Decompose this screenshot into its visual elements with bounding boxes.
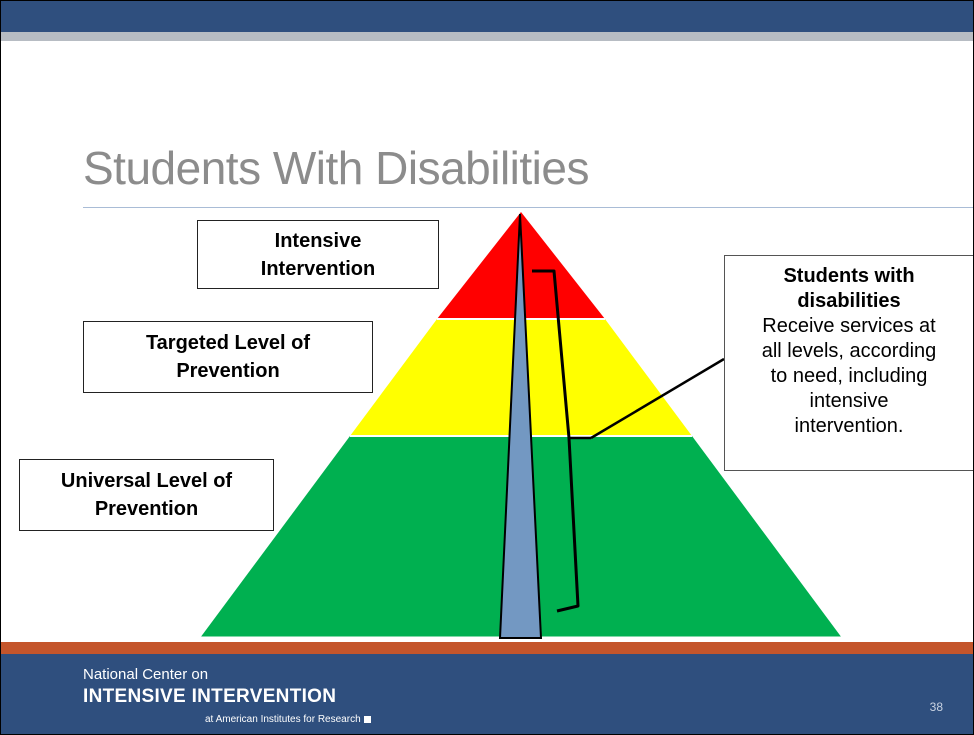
callout-heading-line2: disabilities <box>797 290 901 312</box>
callout-body-line: intensive <box>809 390 889 412</box>
label-universal-line2: Prevention <box>94 498 199 520</box>
callout-body-line: intervention. <box>794 415 904 437</box>
footer: National Center on INTENSIVE INTERVENTIO… <box>1 654 973 734</box>
callout-body-line: all levels, according <box>761 340 937 362</box>
label-targeted-prevention: Targeted Level of Prevention <box>83 321 373 393</box>
label-intensive-intervention: Intensive Intervention <box>197 220 439 289</box>
callout-body-line: to need, including <box>770 365 928 387</box>
callout-students-disabilities: Students with disabilities Receive servi… <box>724 255 973 471</box>
top-banner <box>1 1 973 32</box>
title-divider <box>83 207 973 208</box>
label-intensive-line2: Intervention <box>260 257 376 280</box>
callout-connector-diagonal <box>590 357 725 440</box>
label-universal-prevention: Universal Level of Prevention <box>19 459 274 531</box>
square-icon <box>363 715 371 723</box>
footer-org-prefix: National Center on <box>83 666 209 683</box>
footer-org-affiliation: at American Institutes for Research <box>205 714 371 725</box>
page-number: 38 <box>929 700 943 714</box>
callout-body-line: Receive services at <box>762 315 936 337</box>
disability-wedge <box>498 213 543 639</box>
label-intensive-line1: Intensive <box>274 229 362 252</box>
footer-affiliation-text: at American Institutes for Research <box>205 714 361 725</box>
label-targeted-line1: Targeted Level of <box>145 332 311 354</box>
footer-accent-bar <box>1 642 973 654</box>
footer-org-name: INTENSIVE INTERVENTION <box>83 686 337 707</box>
top-banner-accent <box>1 32 973 41</box>
callout-heading-line1: Students with <box>783 265 915 287</box>
label-universal-line1: Universal Level of <box>60 470 233 492</box>
slide-title: Students With Disabilities <box>83 142 589 194</box>
label-targeted-line2: Prevention <box>176 360 280 382</box>
